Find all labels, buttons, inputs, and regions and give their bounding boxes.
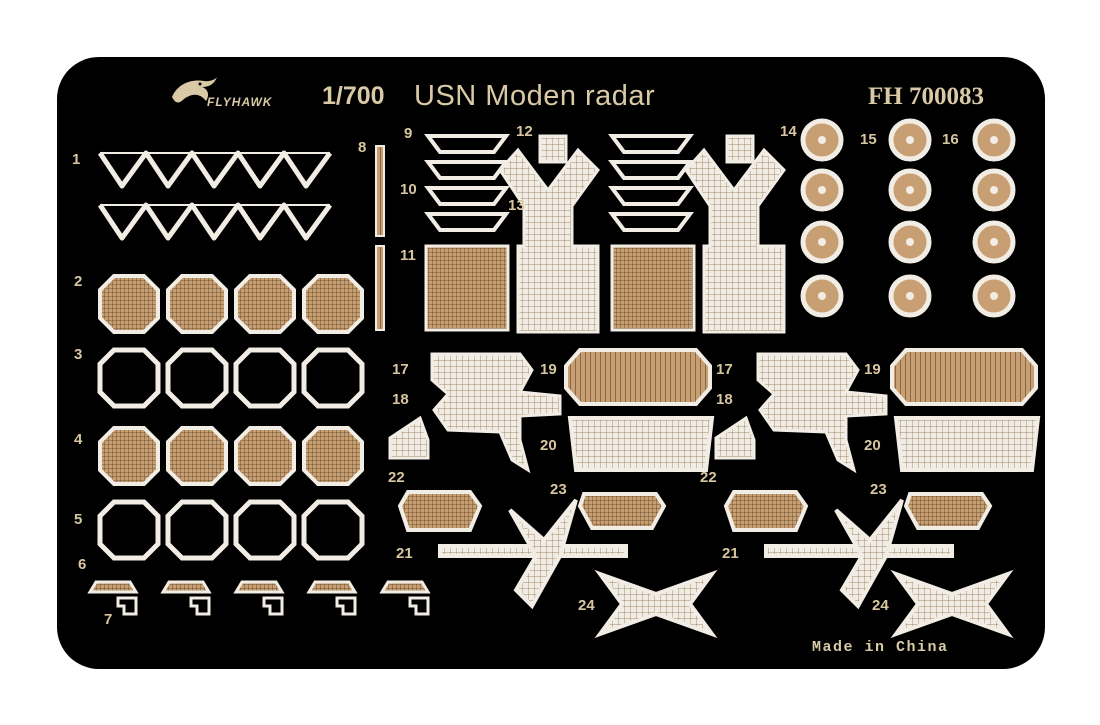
part-label-8: 8 [358,139,367,156]
part-14-16-disc-centres [818,136,998,300]
part-label-11: 11 [400,247,416,264]
part-label-22a: 22 [388,469,405,486]
part-6-7-brackets [87,580,431,616]
product-code: FH 700083 [868,83,984,110]
part-label-20b: 20 [864,437,881,454]
part-label-5: 5 [74,511,83,528]
part-label-15: 15 [860,131,877,148]
part-1-chevrons [97,150,333,241]
hawk-logo-icon [172,77,217,103]
part-label-4: 4 [74,431,83,448]
part-label-3: 3 [74,346,83,363]
part-label-9: 9 [404,125,413,142]
part-12-13-antennas [498,134,786,334]
part-label-22b: 22 [700,469,717,486]
part-17-18-frames [388,352,888,474]
part-label-18b: 18 [716,391,733,408]
part-label-24a: 24 [578,597,595,614]
part-3-frames [97,347,365,409]
sheet-title: USN Moden radar [414,80,656,112]
part-14-16-discs [800,118,1016,318]
part-9-10-trays [424,134,694,232]
part-label-18a: 18 [392,391,409,408]
part-label-23b: 23 [870,481,887,498]
part-label-13: 13 [508,197,525,214]
part-label-20a: 20 [540,437,557,454]
brand-name: FLYHAWK [207,95,273,109]
part-label-7: 7 [104,611,113,628]
part-label-19a: 19 [540,361,557,378]
part-label-19b: 19 [864,361,881,378]
part-label-1: 1 [72,151,81,168]
part-label-16: 16 [942,131,959,148]
part-label-24b: 24 [872,597,889,614]
part-label-17a: 17 [392,361,409,378]
part-label-10: 10 [400,181,417,198]
part-label-21a: 21 [396,545,413,562]
part-label-2: 2 [74,273,83,290]
part-19-20-plates [564,348,1041,472]
part-label-23a: 23 [550,481,567,498]
part-label-21b: 21 [722,545,739,562]
scale-label: 1/700 [322,82,385,110]
part-11-panels [424,244,696,332]
part-label-12: 12 [516,123,533,140]
part-5-frames [97,499,365,561]
part-21-23-24-details [397,490,1014,639]
made-in-label: Made in China [812,639,949,656]
part-label-14: 14 [780,123,797,140]
part-2-octagons [98,274,364,334]
part-label-17b: 17 [716,361,733,378]
part-8-ladders [375,145,385,331]
part-label-6: 6 [78,556,87,573]
part-4-octagons [98,426,364,486]
